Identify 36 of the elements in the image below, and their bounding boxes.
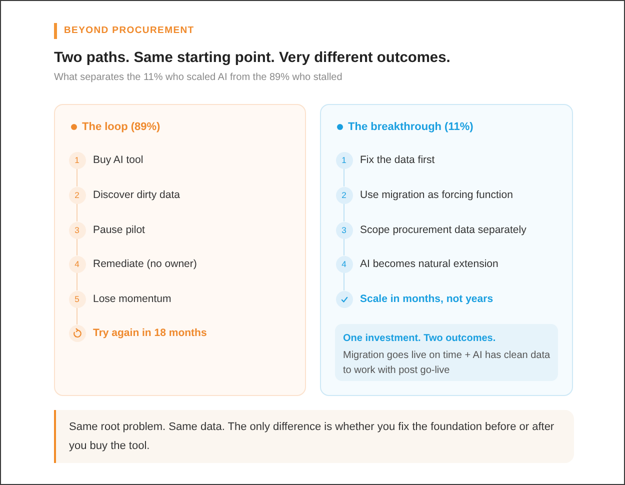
step-label: Use migration as forcing function <box>360 188 513 202</box>
step-label: Discover dirty data <box>93 188 180 202</box>
connector-line <box>76 272 78 291</box>
callout-text: Migration goes live on time + AI has clean data to work with post go-live <box>343 349 552 378</box>
step-number: 3 <box>336 222 352 238</box>
connector-line <box>76 307 78 325</box>
step-label: Scope procurement data separately <box>360 222 526 238</box>
step-number: 5 <box>68 290 86 308</box>
step-label: Buy AI tool <box>93 152 144 168</box>
step-number: 2 <box>68 186 86 204</box>
subtitle: What separates the 11% who scaled AI from the 89% who stalled <box>54 71 342 84</box>
note-panel <box>54 410 574 463</box>
step-number: 4 <box>336 256 352 272</box>
panel-heading: The breakthrough (11%) <box>348 120 474 134</box>
step-label: Pause pilot <box>93 222 145 238</box>
step-label: Try again in 18 months <box>93 326 207 340</box>
step-label: Remediate (no owner) <box>93 256 197 272</box>
panel-heading: The loop (89%) <box>82 120 160 134</box>
step-number: 4 <box>68 256 86 272</box>
step-number: 3 <box>68 222 86 238</box>
section-eyebrow: BEYOND PROCUREMENT <box>54 23 194 39</box>
step-number: 1 <box>336 152 352 168</box>
connector-line <box>76 168 78 187</box>
callout-heading: One investment. Two outcomes. <box>343 332 497 346</box>
step-label: AI becomes natural extension <box>360 256 498 272</box>
note-text: Same root problem. Same data. The only difference is whether you fix the foundation before or after you buy the tool. <box>69 420 556 454</box>
page-title: Two paths. Same starting point. Very different outcomes. <box>54 49 450 68</box>
panel-card <box>54 104 306 396</box>
panel-card <box>320 104 573 396</box>
step-label: Lose momentum <box>93 292 172 306</box>
step-number: 2 <box>336 186 352 204</box>
step-number: 1 <box>68 152 86 168</box>
connector-line <box>76 203 78 222</box>
step-label: Fix the data first <box>360 152 435 168</box>
connector-line <box>76 238 78 256</box>
step-label: Scale in months, not years <box>360 292 494 306</box>
